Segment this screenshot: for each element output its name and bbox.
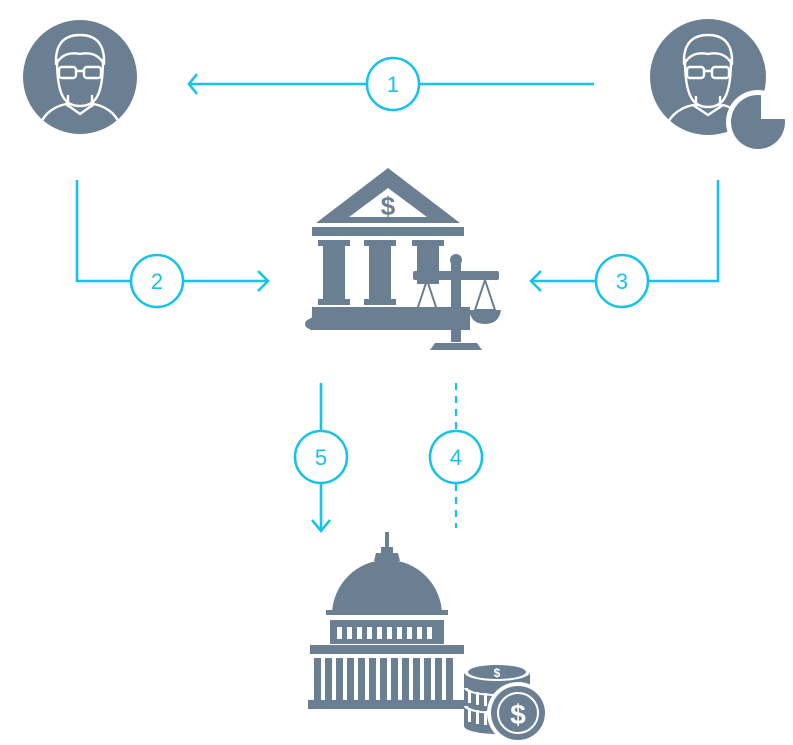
- svg-text:$: $: [494, 666, 501, 680]
- connector-2: [75, 180, 270, 292]
- step-number: 1: [387, 72, 399, 97]
- scales-of-justice-icon: [411, 254, 501, 351]
- connector-5: [310, 383, 332, 534]
- svg-text:$: $: [381, 191, 396, 221]
- svg-text:$: $: [510, 699, 526, 730]
- bank-with-scales-icon: $: [305, 168, 501, 351]
- step-badge-5: 5: [293, 429, 349, 485]
- step-badge-4: 4: [428, 429, 484, 485]
- coin-stack-icon: $ $: [464, 663, 549, 744]
- capitol-with-coins-icon: $ $: [308, 532, 549, 744]
- step-number: 2: [151, 269, 163, 294]
- step-badge-2: 2: [129, 253, 185, 309]
- step-number: 4: [450, 445, 462, 470]
- connector-1: [187, 73, 594, 95]
- step-badge-3: 3: [594, 253, 650, 309]
- step-number: 3: [616, 269, 628, 294]
- step-number: 5: [315, 445, 327, 470]
- connector-3: [529, 180, 720, 292]
- person-with-pie-chart-icon: [650, 19, 790, 154]
- person-with-glasses-icon: [23, 20, 137, 134]
- step-badge-1: 1: [365, 56, 421, 112]
